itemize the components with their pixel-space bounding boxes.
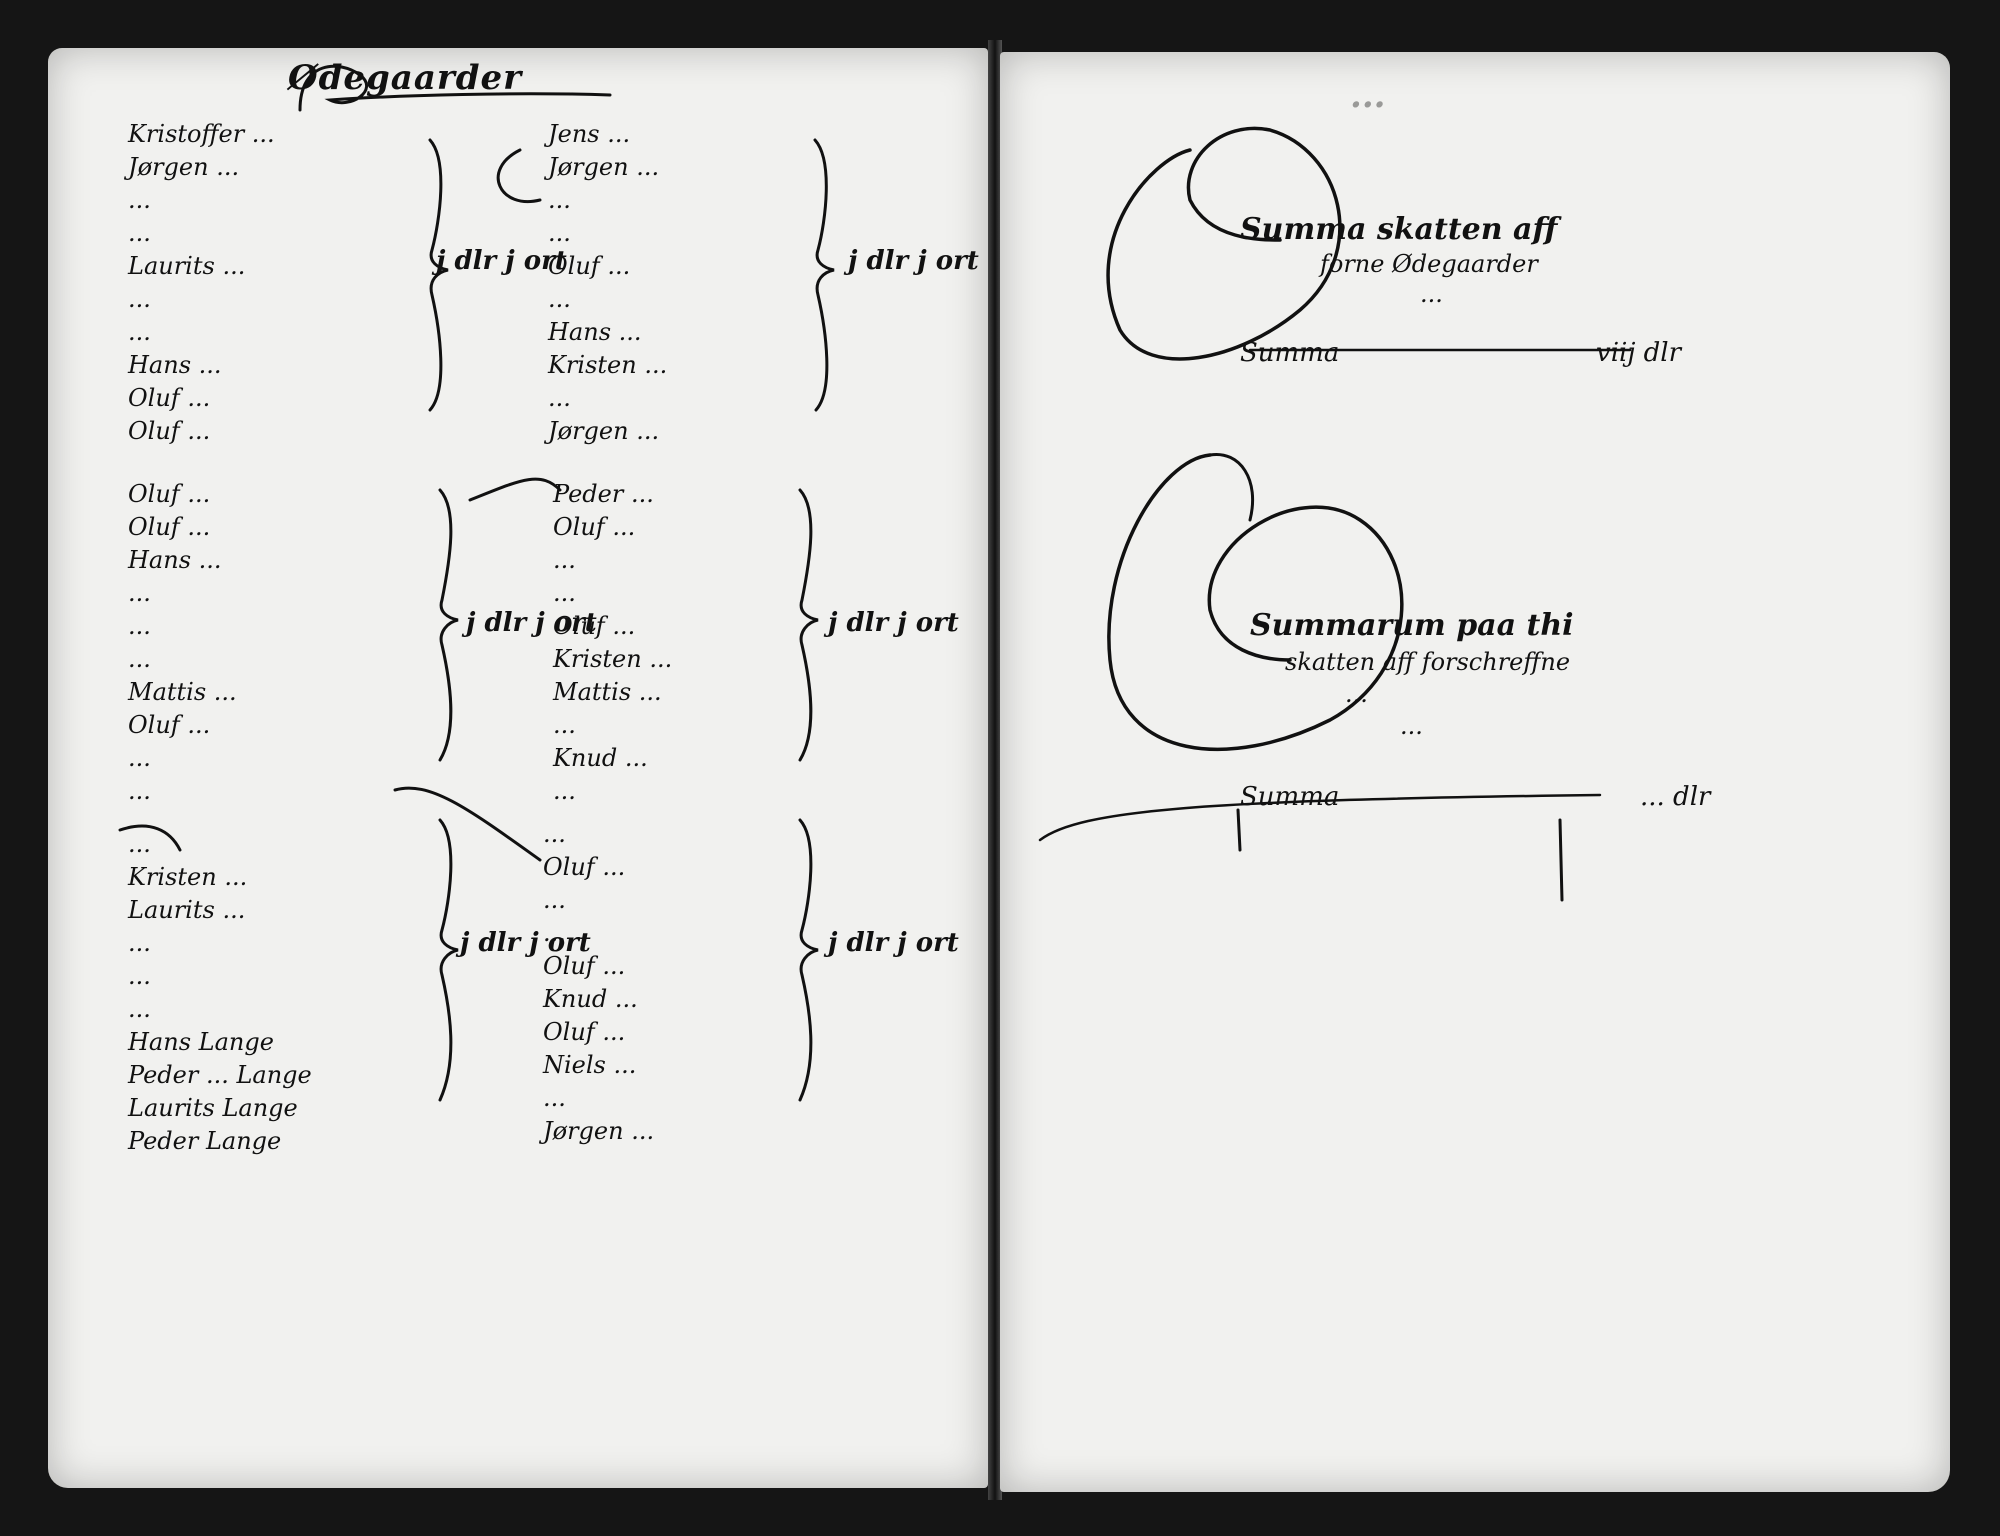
entry-name: ...: [128, 929, 151, 957]
summa-1-label: Summa: [1240, 338, 1340, 368]
entry-name: Knud ...: [543, 985, 638, 1013]
faded-heading: ...: [1350, 76, 1386, 116]
entry-name: Kristoffer ...: [128, 120, 275, 148]
entry-name: Hans Lange: [128, 1028, 274, 1056]
entry-name: Peder ... Lange: [128, 1061, 312, 1089]
entry-name: Laurits ...: [128, 252, 246, 280]
entry-name: Oluf ...: [128, 711, 211, 739]
summa-2-line-3: ...: [1345, 680, 1368, 708]
entry-name: ...: [553, 777, 576, 805]
summa-1-line-3: ...: [1420, 280, 1443, 308]
entry-name: Peder Lange: [128, 1127, 282, 1155]
summa-2-line-4: ...: [1400, 712, 1423, 740]
group-amount: j dlr j ort: [460, 928, 591, 958]
entry-name: ...: [128, 186, 151, 214]
entry-name: Oluf ...: [548, 252, 631, 280]
entry-name: ...: [553, 579, 576, 607]
entry-name: ...: [543, 1084, 566, 1112]
entry-name: Mattis ...: [128, 678, 237, 706]
entry-name: ...: [548, 384, 571, 412]
entry-name: Jørgen ...: [548, 417, 660, 445]
entry-name: Mattis ...: [553, 678, 662, 706]
entry-name: Knud ...: [553, 744, 648, 772]
group-amount: j dlr j ort: [466, 608, 597, 638]
right-page: ... Summa skatten aff forne Ødegaarder .…: [1000, 52, 1950, 1492]
summa-2-line-2: skatten aff forschreffne: [1285, 648, 1571, 676]
entry-name: Niels ...: [543, 1051, 637, 1079]
summa-2-label: Summa: [1240, 782, 1340, 812]
entry-name: Hans ...: [128, 351, 222, 379]
group-amount: j dlr j ort: [848, 246, 979, 276]
entry-name: Kristen ...: [128, 863, 248, 891]
entry-name: ...: [128, 318, 151, 346]
entry-name: Peder ...: [553, 480, 654, 508]
entry-name: Hans ...: [128, 546, 222, 574]
summa-1-line-1: Summa skatten aff: [1240, 212, 1558, 247]
entry-name: Kristen ...: [548, 351, 668, 379]
entry-name: Kristen ...: [553, 645, 673, 673]
entry-name: Oluf ...: [543, 853, 626, 881]
entry-name: ...: [128, 830, 151, 858]
group-amount: j dlr j ort: [828, 608, 959, 638]
entry-name: ...: [543, 820, 566, 848]
entry-name: Oluf ...: [128, 513, 211, 541]
entry-name: Jørgen ...: [128, 153, 240, 181]
entry-name: ...: [128, 744, 151, 772]
entry-name: Laurits Lange: [128, 1094, 298, 1122]
entry-name: ...: [128, 995, 151, 1023]
entry-name: ...: [128, 962, 151, 990]
entry-name: ...: [548, 186, 571, 214]
entry-name: ...: [543, 919, 566, 947]
entry-name: Jørgen ...: [543, 1117, 655, 1145]
entry-name: Oluf ...: [543, 952, 626, 980]
page-heading: Ødegaarder: [288, 58, 523, 98]
entry-name: Oluf ...: [128, 480, 211, 508]
entry-name: Jens ...: [548, 120, 631, 148]
entry-name: ...: [128, 285, 151, 313]
group-amount: j dlr j ort: [828, 928, 959, 958]
entry-name: ...: [128, 612, 151, 640]
entry-name: ...: [128, 219, 151, 247]
entry-name: Oluf ...: [543, 1018, 626, 1046]
summa-1-value: viij dlr: [1596, 338, 1682, 368]
entry-name: ...: [128, 579, 151, 607]
group-amount: j dlr j ort: [436, 246, 567, 276]
left-page: Ødegaarder Kristoffer ... Jørgen ... ...…: [48, 48, 988, 1488]
entry-name: ...: [128, 645, 151, 673]
entry-name: ...: [548, 285, 571, 313]
entry-name: Hans ...: [548, 318, 642, 346]
book-gutter: [988, 40, 1002, 1500]
entry-name: Oluf ...: [128, 384, 211, 412]
entry-name: Oluf ...: [553, 612, 636, 640]
entry-name: ...: [128, 777, 151, 805]
entry-name: Oluf ...: [553, 513, 636, 541]
entry-name: ...: [553, 546, 576, 574]
entry-name: ...: [553, 711, 576, 739]
entry-name: Oluf ...: [128, 417, 211, 445]
summa-2-line-1: Summarum paa thi: [1250, 608, 1574, 643]
summa-2-value: ... dlr: [1640, 782, 1711, 812]
entry-name: ...: [548, 219, 571, 247]
entry-name: ...: [543, 886, 566, 914]
entry-name: Jørgen ...: [548, 153, 660, 181]
summa-1-line-2: forne Ødegaarder: [1320, 250, 1538, 278]
entry-name: Laurits ...: [128, 896, 246, 924]
